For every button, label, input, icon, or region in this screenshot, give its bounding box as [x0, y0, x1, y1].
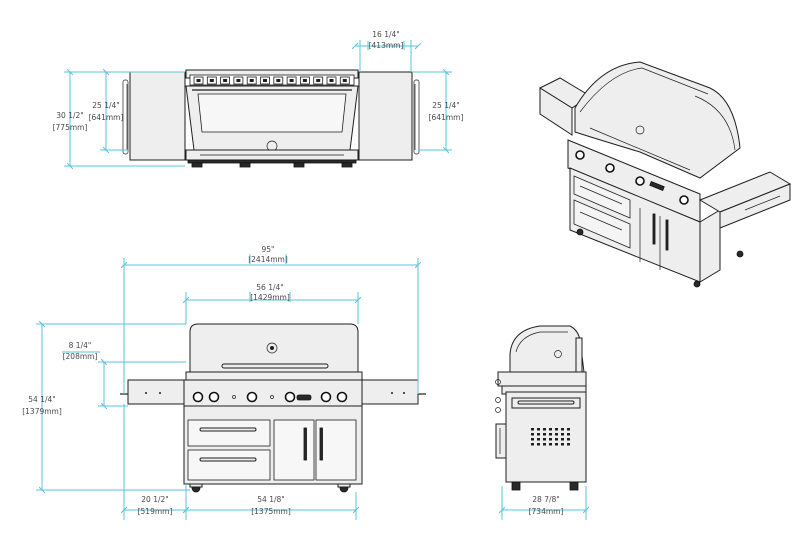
dim-top-16-metric: [413mm]: [369, 41, 404, 50]
vent-hole: [567, 433, 570, 436]
iso-cart-side: [699, 209, 721, 283]
dim-front-8-imperial: 8 1/4": [69, 341, 92, 350]
front-drawer-top: [187, 419, 271, 447]
control-knob: [192, 391, 204, 403]
vent-hole: [555, 428, 558, 431]
vent-hole: [531, 443, 534, 446]
dim-front-20-imperial: 20 1/2": [141, 495, 168, 504]
side-view-dimensions: 28 7/8" [734mm]: [502, 486, 586, 520]
dim-top-25-left-imperial: 25 1/4": [92, 101, 119, 110]
control-knob: [320, 391, 332, 403]
vent-hole: [555, 438, 558, 441]
vent-hole: [555, 433, 558, 436]
burner-cell-center: [276, 79, 281, 82]
dim-front-56-metric: [1429mm]: [250, 293, 290, 302]
dim-side-28-metric: [734mm]: [529, 507, 564, 516]
control-knob: [208, 391, 220, 403]
dim-front-54-metric: [1379mm]: [22, 407, 62, 416]
igniter-icon: [270, 395, 274, 399]
burner-cell-center: [316, 79, 321, 82]
front-right-shelf: [361, 379, 419, 405]
top-view-grill-body: [185, 69, 359, 168]
dim-front-54-8-imperial: 54 1/8": [257, 495, 284, 504]
vent-hole: [537, 438, 540, 441]
vent-hole: [555, 443, 558, 446]
top-view: [122, 69, 420, 168]
side-hood: [509, 325, 585, 373]
side-handle: [495, 423, 507, 459]
burner-cell-center: [302, 79, 307, 82]
dim-top-16-imperial: 16 1/4": [372, 30, 399, 39]
vent-hole: [567, 438, 570, 441]
burner-cell-center: [342, 79, 347, 82]
burner-cell-center: [236, 79, 241, 82]
burner-cell-center: [209, 79, 214, 82]
dim-top-25-left-metric: [641mm]: [89, 113, 124, 122]
vent-hole: [543, 433, 546, 436]
front-hood-handle: [221, 363, 329, 369]
vent-hole: [531, 438, 534, 441]
dim-front-8-metric: [208mm]: [63, 352, 98, 361]
dim-front-95-imperial: 95": [262, 245, 275, 254]
side-view: [495, 325, 587, 491]
burner-cell-center: [289, 79, 294, 82]
vent-hole: [531, 428, 534, 431]
vent-hole: [549, 438, 552, 441]
front-control-display: [296, 394, 312, 401]
front-left-shelf: [127, 379, 185, 405]
igniter-icon: [232, 395, 236, 399]
iso-hood-thermometer: [635, 125, 645, 135]
burner-cell-center: [263, 79, 267, 82]
vent-hole: [543, 438, 546, 441]
vent-hole: [549, 433, 552, 436]
burner-cell-center: [196, 79, 201, 82]
dim-front-54-8-metric: [1375mm]: [251, 507, 291, 516]
vent-hole: [537, 443, 540, 446]
dim-top-30-metric: [775mm]: [53, 123, 88, 132]
vent-hole: [549, 428, 552, 431]
vent-hole: [537, 428, 540, 431]
top-view-left-shelf: [122, 71, 186, 161]
vent-hole: [543, 443, 546, 446]
vent-hole: [537, 433, 540, 436]
vent-hole: [561, 433, 564, 436]
dim-front-95-metric: [2414mm]: [248, 255, 288, 264]
front-view-dimensions: 95" [2414mm] 56 1/4" [1429mm] 54 1/4" [1…: [22, 245, 418, 520]
control-knob: [336, 391, 348, 403]
dim-front-20-metric: [519mm]: [138, 507, 173, 516]
burner-cell-center: [329, 79, 334, 82]
dim-top-25-right-metric: [641mm]: [429, 113, 464, 122]
vent-hole: [531, 433, 534, 436]
top-view-right-shelf: [358, 71, 420, 161]
side-vent-grid: [531, 428, 570, 446]
dim-front-54-imperial: 54 1/4": [28, 395, 55, 404]
side-shelf-edge: [497, 371, 587, 387]
control-knob: [246, 391, 258, 403]
isometric-view: [538, 61, 792, 288]
front-door-left: [273, 419, 315, 481]
burner-cell-center: [249, 79, 254, 82]
iso-hood: [574, 61, 741, 179]
side-thermometer: [554, 350, 562, 358]
vent-hole: [561, 438, 564, 441]
vent-hole: [567, 443, 570, 446]
vent-hole: [561, 428, 564, 431]
vent-hole: [561, 443, 564, 446]
vent-hole: [567, 428, 570, 431]
control-knob: [284, 391, 296, 403]
front-drawer-bottom: [187, 449, 271, 481]
dim-top-30-imperial: 30 1/2": [56, 111, 83, 120]
vent-hole: [549, 443, 552, 446]
front-hood-thermometer: [266, 342, 278, 354]
vent-hole: [543, 428, 546, 431]
dim-side-28-imperial: 28 7/8": [532, 495, 559, 504]
dim-front-56-imperial: 56 1/4": [256, 283, 283, 292]
front-view: [120, 323, 426, 493]
burner-cell-center: [223, 79, 228, 82]
top-view-dimensions: 16 1/4" [413mm] 30 1/2" [775mm] 25 1/4" …: [53, 30, 464, 166]
dim-top-25-right-imperial: 25 1/4": [432, 101, 459, 110]
